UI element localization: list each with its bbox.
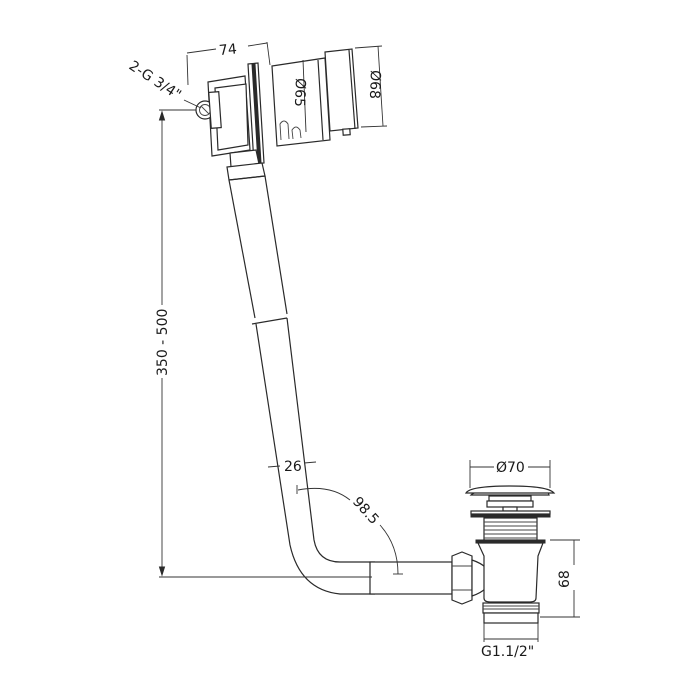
overflow-head — [195, 48, 359, 165]
label-d68: Ø68 — [366, 70, 383, 99]
waste-connector — [369, 551, 491, 605]
dimension-d68: Ø68 — [354, 45, 388, 128]
dimension-d70: Ø70 — [469, 460, 551, 488]
dimension-g1-1-2: G1.1/2" — [481, 623, 539, 660]
dimension-68: 68 — [540, 539, 580, 618]
label-68: 68 — [557, 570, 573, 588]
dimension-26: 26 — [267, 459, 317, 475]
label-74: 74 — [218, 41, 237, 59]
dimension-74: 74 — [186, 41, 271, 86]
waste-body — [464, 485, 556, 624]
label-26: 26 — [284, 459, 302, 475]
telescopic-pipe — [228, 175, 375, 595]
dimension-d65: Ø65 — [291, 59, 308, 133]
dimension-inlet: 2-G 3/4" — [126, 58, 202, 109]
dimension-350-500: 350 - 500 — [155, 109, 372, 578]
label-d70: Ø70 — [496, 460, 525, 476]
label-350-500: 350 - 500 — [155, 309, 171, 376]
label-d65: Ø65 — [291, 78, 308, 107]
label-2g-3-4: 2-G 3/4" — [126, 58, 184, 103]
label-98-5: 98.5 — [349, 494, 382, 528]
label-g1-1-2: G1.1/2" — [481, 644, 534, 660]
